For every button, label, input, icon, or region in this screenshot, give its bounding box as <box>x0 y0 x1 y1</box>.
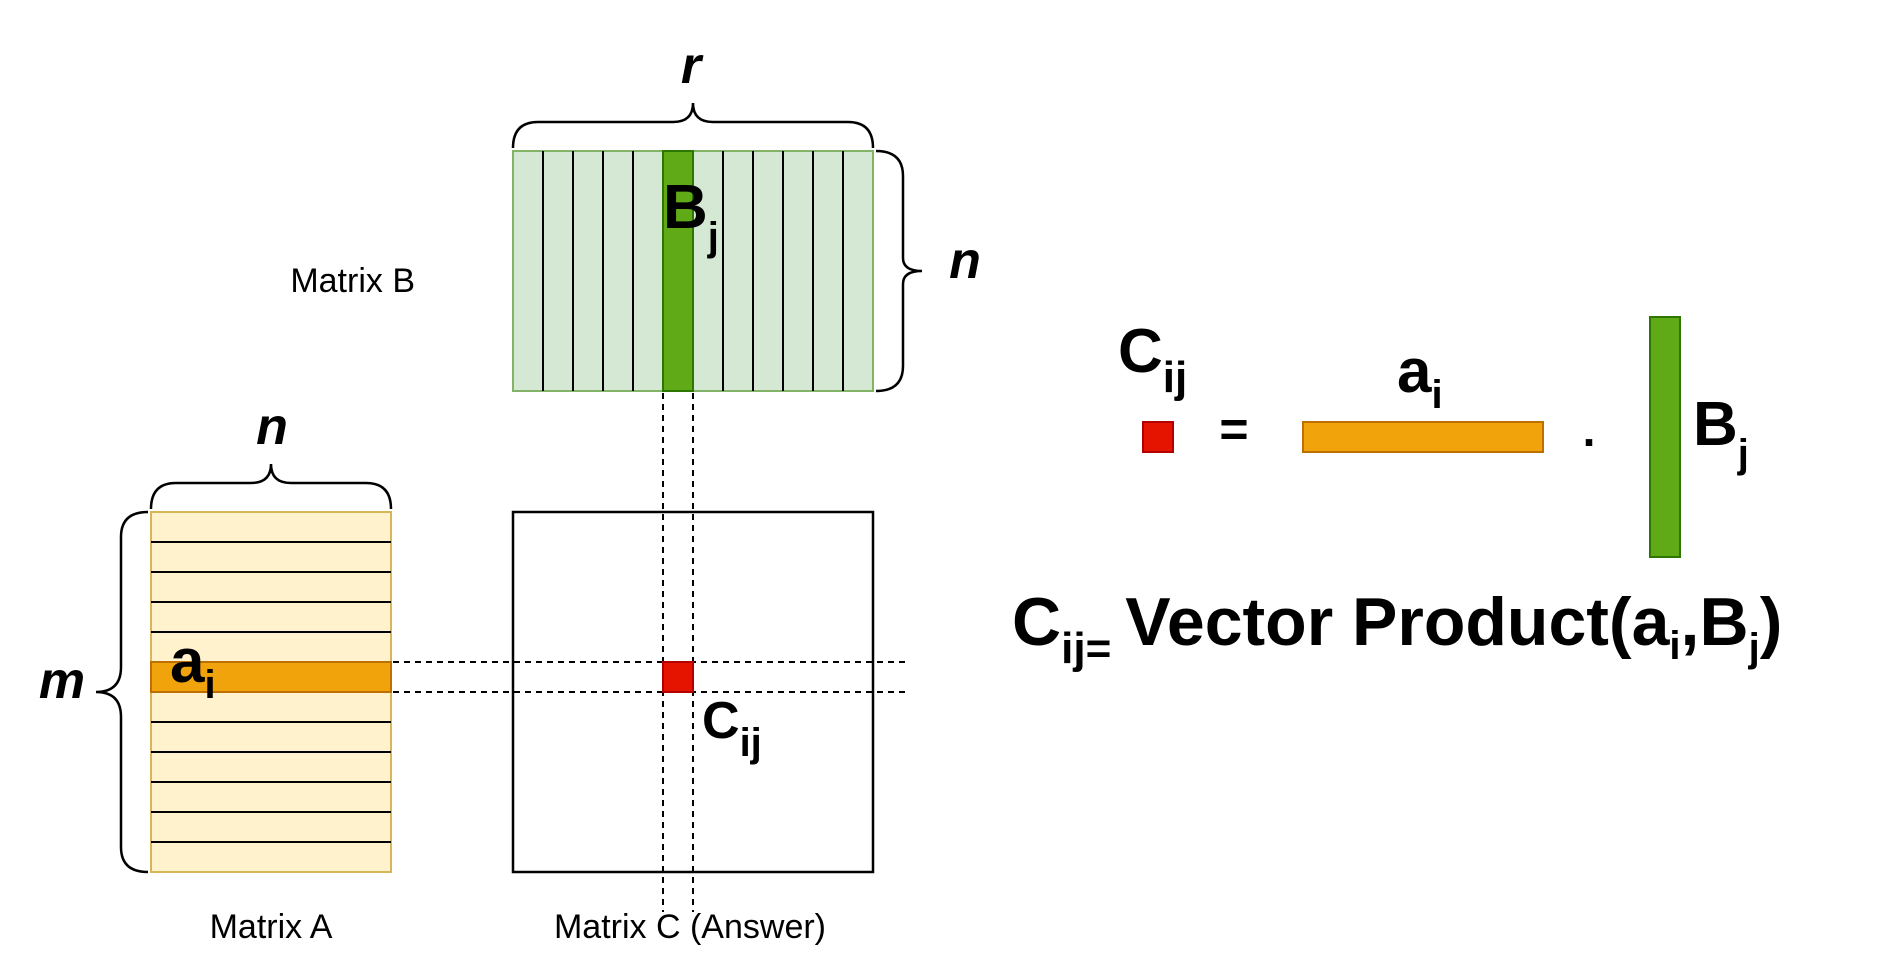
matrix-a-height-brace <box>95 510 149 874</box>
matrix-a-width-brace <box>149 463 393 510</box>
eq-equals-sign: = <box>1219 401 1248 457</box>
matrix-c-label: Matrix C (Answer) <box>554 908 826 946</box>
matrix-a-highlighted-row <box>150 661 392 693</box>
eq-row-label: ai <box>1397 337 1443 417</box>
matrix-b: Bj Matrix B r n <box>290 37 981 393</box>
projection-guide-lines <box>393 393 905 912</box>
eq-row-vector <box>1302 421 1544 453</box>
matrix-c: Cij Matrix C (Answer) <box>393 393 905 946</box>
matrix-b-column-label: Bj <box>663 173 719 259</box>
matrix-c-result-cell <box>662 661 694 693</box>
matrix-c-cell-label: Cij <box>702 692 762 765</box>
matrix-a-height-var: m <box>39 652 85 710</box>
matrix-b-height-var: n <box>949 232 981 290</box>
matrix-b-width-var: r <box>681 37 704 95</box>
pictorial-equation: Cij = ai . Bj <box>1118 316 1749 558</box>
eq-lhs-label: Cij <box>1118 317 1187 402</box>
eq-dot-operator: . <box>1583 404 1596 456</box>
eq-column-label: Bj <box>1693 390 1749 476</box>
matrix-a: ai Matrix A n m <box>39 398 393 946</box>
matrix-b-label: Matrix B <box>290 262 415 300</box>
matrix-a-label: Matrix A <box>210 908 333 946</box>
matrix-b-highlighted-column <box>662 150 694 392</box>
eq-result-cell <box>1142 421 1174 453</box>
matrix-a-width-var: n <box>256 398 288 456</box>
matrix-b-height-brace <box>875 149 923 393</box>
matrix-b-width-brace <box>511 102 875 149</box>
eq-column-vector <box>1649 316 1681 558</box>
vector-product-formula: Cij=Vector Product(ai,Bj) <box>1012 584 1782 673</box>
matrix-a-row-label: ai <box>170 627 216 707</box>
